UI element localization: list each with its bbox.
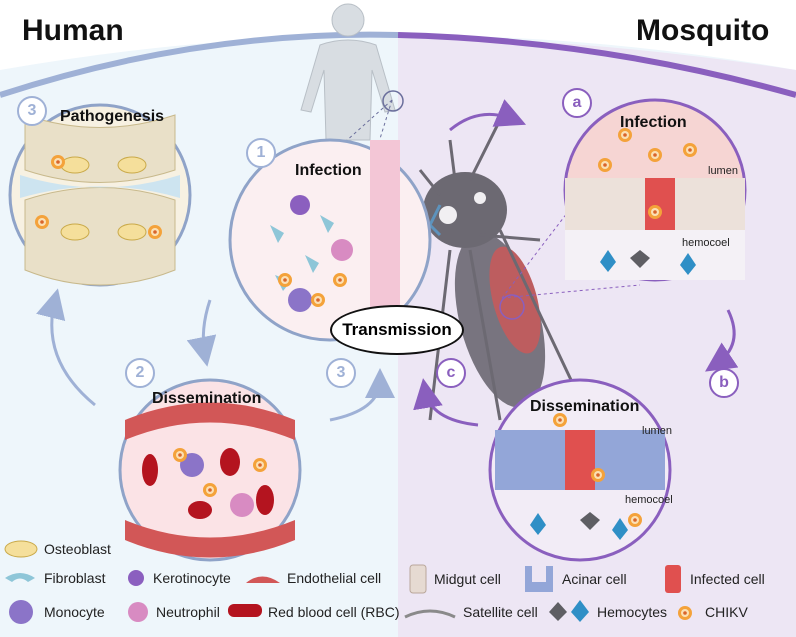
legend-monocyte: Monocyte <box>44 604 105 620</box>
mosquito-infection-panel <box>563 98 747 282</box>
human-figure-icon <box>300 3 396 141</box>
flow-arrow <box>705 309 739 372</box>
pathogenesis-label: Pathogenesis <box>60 108 165 125</box>
legend-infected: Infected cell <box>690 571 765 587</box>
legend-fibroblast: Fibroblast <box>44 570 106 586</box>
mosquito-infection-label: Infection <box>620 114 687 131</box>
zoom-line <box>501 284 641 299</box>
human-dissemination-panel <box>118 378 302 562</box>
legend-midgut: Midgut cell <box>434 571 501 587</box>
legend-acinar: Acinar cell <box>562 571 627 587</box>
mosquito-dissemination-panel <box>488 378 672 562</box>
step-a-badge: a <box>562 88 592 118</box>
step-c-badge: c <box>436 358 466 388</box>
mosquito-dissemination-label: Dissemination <box>530 398 640 415</box>
step-3b-badge: 3 <box>326 358 356 388</box>
lumen-label: lumen <box>708 165 738 177</box>
step-1-badge: 1 <box>246 138 276 168</box>
flow-arrow <box>449 99 527 132</box>
legend-osteoblast: Osteoblast <box>44 541 111 557</box>
legend-endothelial: Endothelial cell <box>287 570 382 586</box>
legend-hemocytes: Hemocytes <box>597 604 668 620</box>
mosquito-icon <box>418 119 592 421</box>
legend-icons <box>4 540 692 624</box>
midgut-marker <box>499 294 525 320</box>
mosquito-title: Mosquito <box>636 14 770 47</box>
hemocoel-label: hemocoel <box>682 237 730 249</box>
step-b-badge: b <box>709 368 739 398</box>
legend-rbc: Red blood cell (RBC) <box>268 604 400 620</box>
lumen-label-2: lumen <box>642 425 672 437</box>
zoom-line <box>307 99 393 176</box>
transmission-label: Transmission <box>330 305 464 355</box>
step-2-badge: 2 <box>125 358 155 388</box>
bite-site-marker <box>382 90 404 112</box>
hemocoel-label-2: hemocoel <box>625 494 673 506</box>
mosquito-arc <box>397 32 796 98</box>
legend-kerotinocyte: Kerotinocyte <box>153 570 231 586</box>
flow-arrow <box>186 299 217 367</box>
human-title: Human <box>22 14 124 47</box>
legend-neutrophil: Neutrophil <box>156 604 220 620</box>
pathogenesis-panel <box>8 103 192 287</box>
legend-chikv: CHIKV <box>705 604 748 620</box>
human-dissemination-label: Dissemination <box>152 390 262 407</box>
legend-satellite: Satellite cell <box>463 604 538 620</box>
step-3-badge: 3 <box>17 96 47 126</box>
flow-arrow <box>413 378 479 427</box>
flow-arrow <box>329 368 395 422</box>
human-infection-label: Infection <box>295 162 362 179</box>
flow-arrow <box>36 288 96 407</box>
